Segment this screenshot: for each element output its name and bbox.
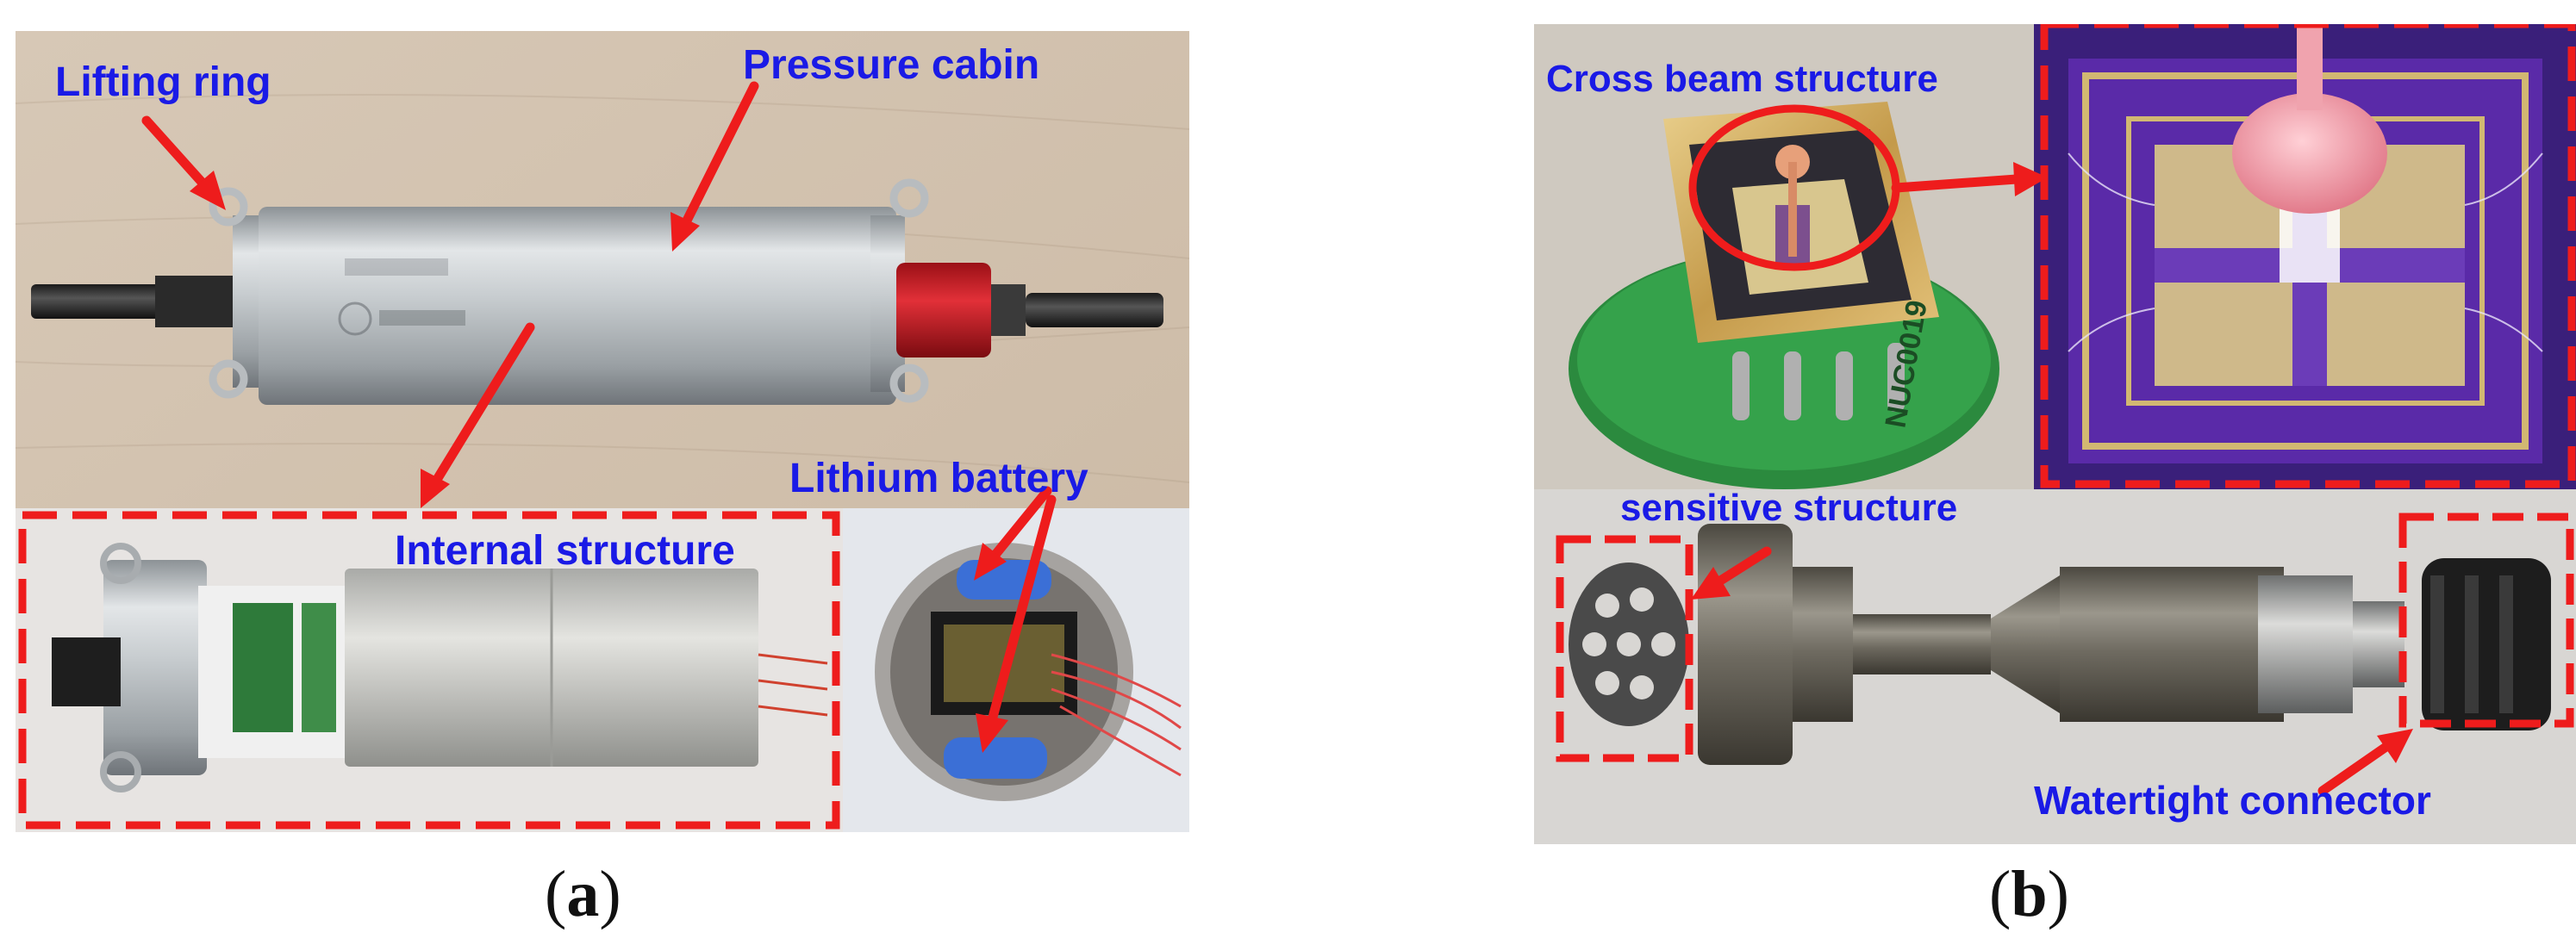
sensitive-structure-box xyxy=(1556,535,1693,762)
label-cross-beam-structure: Cross beam structure xyxy=(1546,58,1938,100)
panel-b-scene: NUC0019 xyxy=(1534,24,2576,844)
label-lifting-ring: Lifting ring xyxy=(55,59,271,105)
panel-a-scene xyxy=(15,31,1190,832)
label-internal-structure: Internal structure xyxy=(395,528,735,574)
label-watertight-connector: Watertight connector xyxy=(2034,778,2431,823)
watertight-connector-box xyxy=(2398,513,2574,728)
label-sensitive-structure: sensitive structure xyxy=(1620,487,1958,529)
cross-beam-detail-box xyxy=(2040,24,2576,488)
label-lithium-battery: Lithium battery xyxy=(789,456,1088,501)
panel-a-photo: Lifting ring Pressure cabin Lithium batt… xyxy=(0,0,1194,844)
label-pressure-cabin: Pressure cabin xyxy=(743,42,1040,88)
caption-a: (a) xyxy=(545,858,621,930)
caption-b: (b) xyxy=(1989,858,2069,930)
internal-structure-box xyxy=(18,511,840,830)
panel-b-photo: NUC0019 xyxy=(1534,24,2576,844)
